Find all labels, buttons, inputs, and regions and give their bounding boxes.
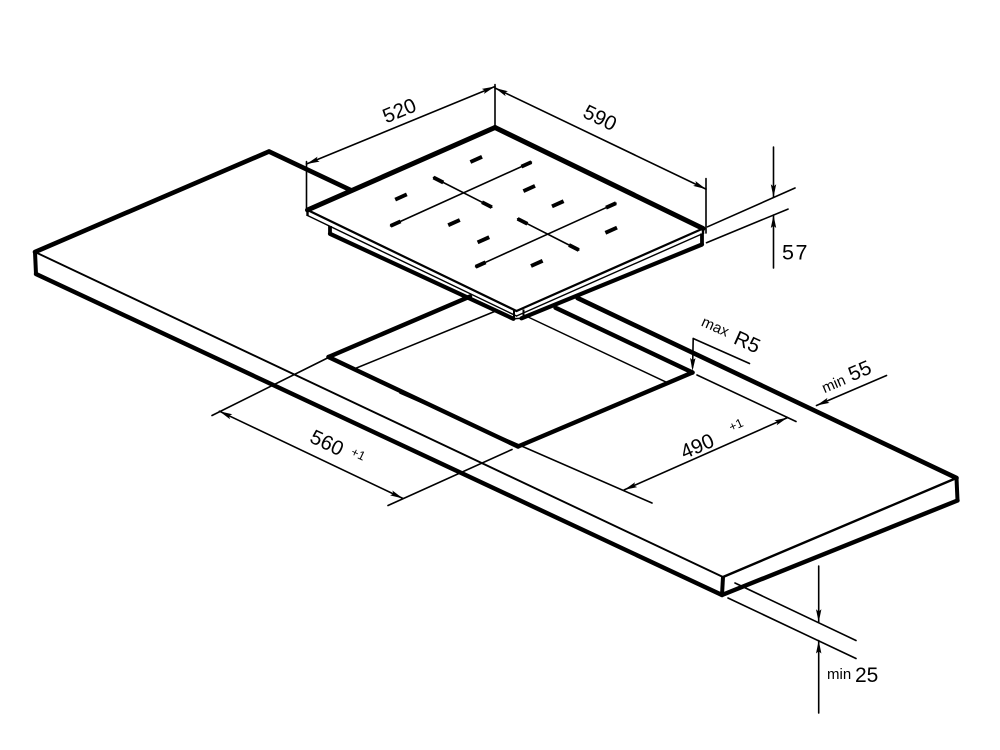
svg-text:min: min <box>827 666 851 683</box>
svg-text:25: 25 <box>855 664 878 687</box>
svg-text:+1: +1 <box>727 416 746 435</box>
svg-text:57: 57 <box>782 241 809 265</box>
svg-text:+1: +1 <box>349 445 368 464</box>
